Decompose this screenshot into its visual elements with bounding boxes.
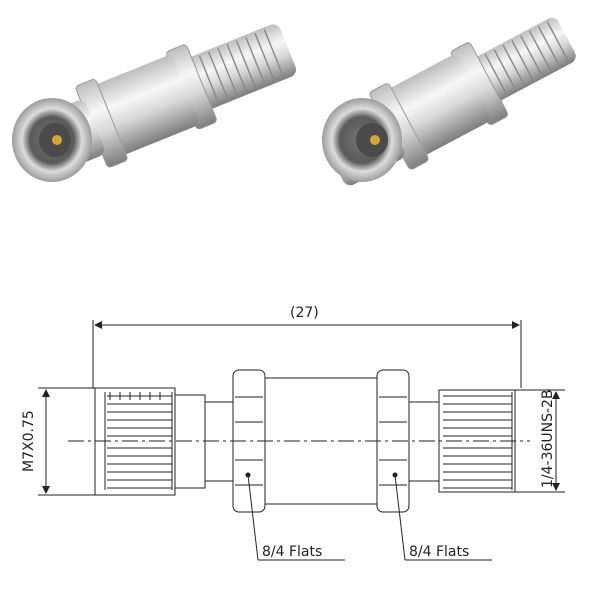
overall-length-label: (27) [290, 305, 319, 321]
adapter-photo-right [321, 17, 576, 186]
adapter-photo-left [12, 24, 297, 182]
technical-drawing: (27) M7X0.75 1/4-36UNS-2B 8/4 Flats 8/4 … [21, 305, 565, 561]
right-thread-body [438, 389, 516, 493]
left-thread-label: M7X0.75 [21, 410, 37, 472]
right-flats-label: 8/4 Flats [409, 544, 469, 560]
left-flats-label: 8/4 Flats [262, 544, 322, 560]
right-thread-label: 1/4-36UNS-2B [540, 389, 556, 488]
